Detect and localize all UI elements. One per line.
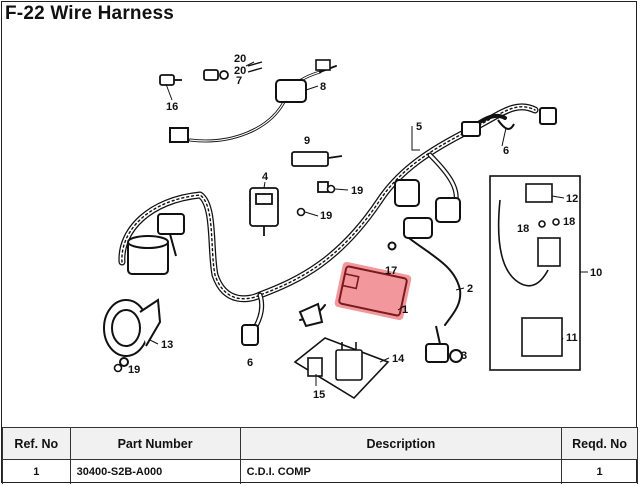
callout-label: 6: [503, 145, 509, 157]
callout-label: 14: [392, 353, 405, 365]
connector-icon: [394, 107, 557, 223]
cell-ref: 1: [2, 459, 71, 484]
callout-label: 9: [304, 135, 310, 147]
callout-label: 6: [247, 357, 253, 369]
connector-icon: [425, 325, 463, 363]
bolt-icon: [113, 184, 560, 373]
callout-label: 18: [517, 223, 529, 235]
callout-label: 12: [566, 193, 578, 205]
callout-label: 19: [351, 185, 363, 197]
callout-label: 18: [563, 216, 575, 228]
column-header-part-number: Part Number: [69, 427, 241, 460]
exploded-diagram: 20 20 7 16 8 5 6 9 4 19 19 12 18 18 17 1…: [103, 53, 602, 401]
relay-icon: [249, 151, 343, 236]
callout-labels: 20 20 7 16 8 5 6 9 4 19 19 12 18 18 17 1…: [128, 53, 602, 401]
callout-label: 15: [313, 389, 325, 401]
table-header-row: Ref. No Part Number Description Reqd. No: [2, 427, 638, 460]
ignition-coil-icon: [127, 213, 185, 275]
parts-table: Ref. No Part Number Description Reqd. No…: [2, 427, 638, 484]
callout-label: 20: [234, 53, 246, 65]
callout-label: 13: [161, 339, 173, 351]
ignition-coil-icon: [387, 217, 433, 251]
page-title: F-22 Wire Harness: [5, 3, 175, 24]
callout-label: 3: [461, 350, 467, 362]
callout-label: 2: [467, 283, 473, 295]
relay-icon: [293, 337, 390, 400]
callout-label: 8: [320, 81, 326, 93]
cell-description: C.D.I. COMP: [239, 459, 563, 484]
callout-label: 17: [385, 265, 397, 277]
callout-label: 7: [236, 75, 242, 87]
connector-icon: [159, 61, 263, 86]
cell-quantity: 1: [561, 459, 638, 484]
callout-label: 16: [166, 101, 178, 113]
callout-label: 19: [320, 210, 332, 222]
column-header-quantity: Reqd. No: [561, 427, 638, 460]
callout-label: 4: [262, 171, 269, 183]
cell-part-number: 30400-S2B-A000: [69, 459, 241, 484]
callout-label: 20: [234, 65, 246, 77]
column-header-description: Description: [239, 427, 563, 460]
column-header-ref: Ref. No: [2, 427, 71, 460]
callout-label: 1: [402, 304, 408, 316]
callout-label: 11: [566, 332, 578, 344]
callout-label: 5: [416, 121, 422, 133]
horn-icon: [103, 298, 162, 367]
callout-label: 10: [590, 267, 602, 279]
cdi-unit-icon[interactable]: [334, 261, 412, 321]
leader-lines: [149, 61, 588, 386]
connector-icon: [241, 302, 324, 346]
table-row[interactable]: 1 30400-S2B-A000 C.D.I. COMP 1: [2, 459, 638, 484]
callout-label: 19: [128, 364, 140, 376]
relay-icon: [489, 175, 581, 371]
sub-harness-8: [169, 59, 337, 143]
